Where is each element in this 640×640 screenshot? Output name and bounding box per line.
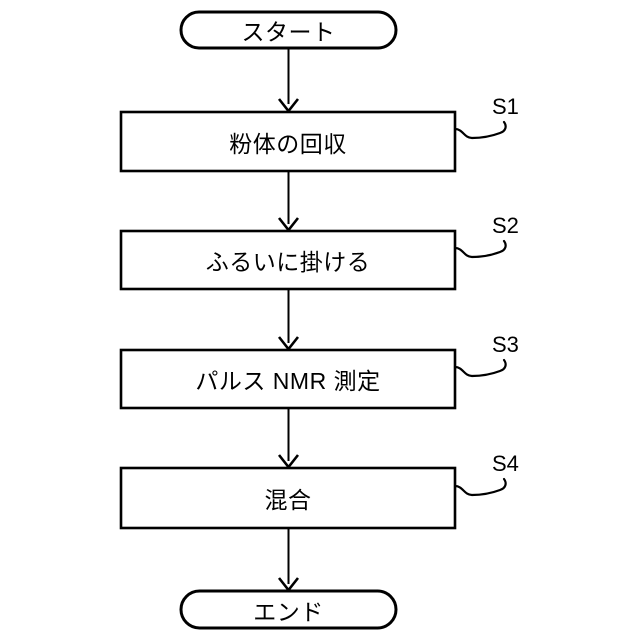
start-node-label: スタート — [241, 19, 336, 45]
step-tag-s2: S2 — [492, 213, 519, 238]
s2-leader-line — [453, 239, 507, 259]
end-node-label: エンド — [253, 598, 324, 625]
end-node-shape — [179, 589, 398, 630]
s1-leader-line — [453, 120, 507, 140]
s2-node-label: ふるいに掛ける — [205, 249, 371, 275]
s4-node-label: 混合 — [264, 487, 312, 513]
step-tag-s3: S3 — [492, 332, 519, 357]
step-tag-s1: S1 — [492, 94, 519, 119]
step-tag-s4: S4 — [492, 451, 519, 476]
s3-leader-line — [453, 358, 507, 378]
s1-node-label: 粉体の回収 — [229, 130, 347, 157]
s4-leader-line — [453, 477, 507, 497]
s3-node-label: パルス NMR 測定 — [195, 368, 381, 394]
s2-node-shape — [119, 229, 457, 291]
s1-node-shape — [119, 110, 457, 173]
s4-node-shape — [119, 466, 457, 530]
